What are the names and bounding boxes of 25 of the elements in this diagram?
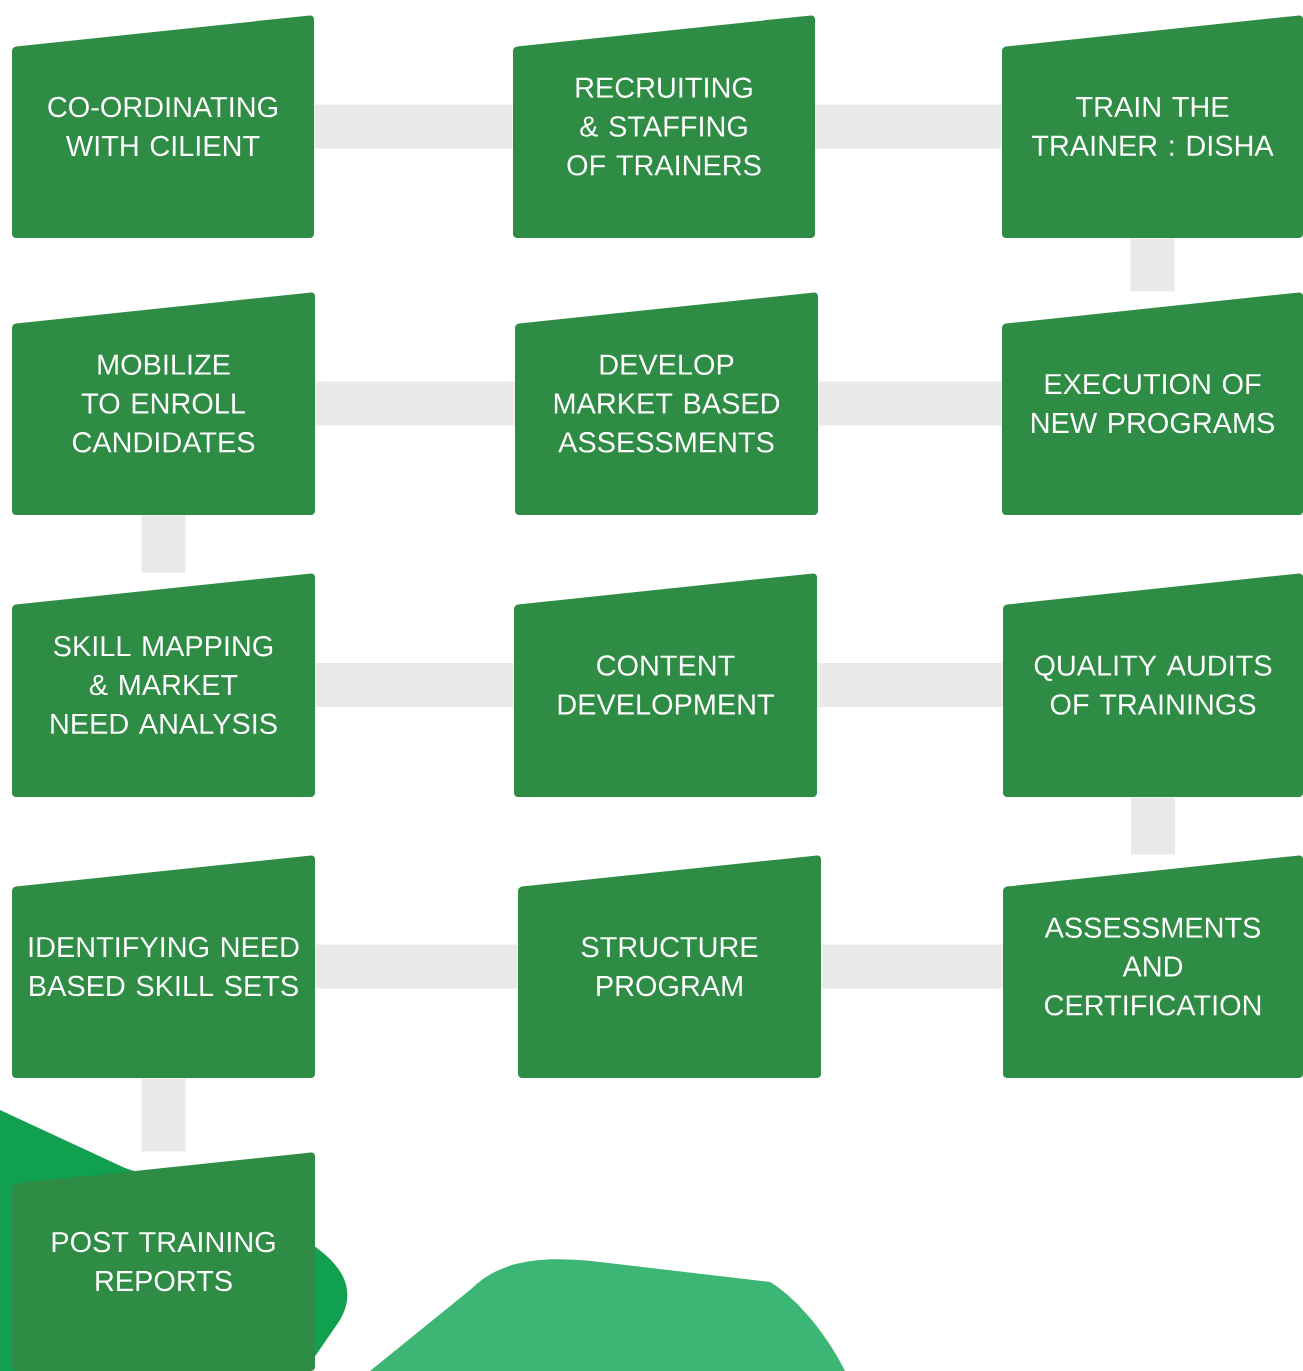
process-box: QUALITY AUDITS OF TRAININGS <box>1003 573 1303 797</box>
connector-bar <box>141 515 186 573</box>
connector-bar <box>821 944 1003 989</box>
process-box: STRUCTURE PROGRAM <box>518 855 821 1078</box>
connector-bar <box>314 104 513 149</box>
connector-bar <box>818 381 1002 426</box>
connector-bar <box>817 663 1003 707</box>
process-box: CONTENT DEVELOPMENT <box>514 573 817 797</box>
connector-bar <box>315 381 515 426</box>
process-box: CO-ORDINATING WITH CILIENT <box>12 15 314 238</box>
process-box: EXECUTION OF NEW PROGRAMS <box>1002 292 1303 515</box>
connector-bar <box>815 104 1002 149</box>
process-box: TRAIN THE TRAINER : DISHA <box>1002 15 1303 238</box>
connector-bar <box>141 1078 186 1152</box>
process-box: IDENTIFYING NEED BASED SKILL SETS <box>12 855 315 1078</box>
process-box: ASSESSMENTS AND CERTIFICATION <box>1003 855 1303 1078</box>
process-box: MOBILIZE TO ENROLL CANDIDATES <box>12 292 315 515</box>
connector-bar <box>1130 238 1175 292</box>
connector-bar <box>315 944 518 989</box>
process-box: SKILL MAPPING & MARKET NEED ANALYSIS <box>12 573 315 797</box>
connector-bar <box>1131 797 1175 855</box>
process-box: POST TRAINING REPORTS <box>12 1152 315 1371</box>
process-box: RECRUITING & STAFFING OF TRAINERS <box>513 15 815 238</box>
process-box: DEVELOP MARKET BASED ASSESSMENTS <box>515 292 818 515</box>
connector-bar <box>315 663 514 707</box>
